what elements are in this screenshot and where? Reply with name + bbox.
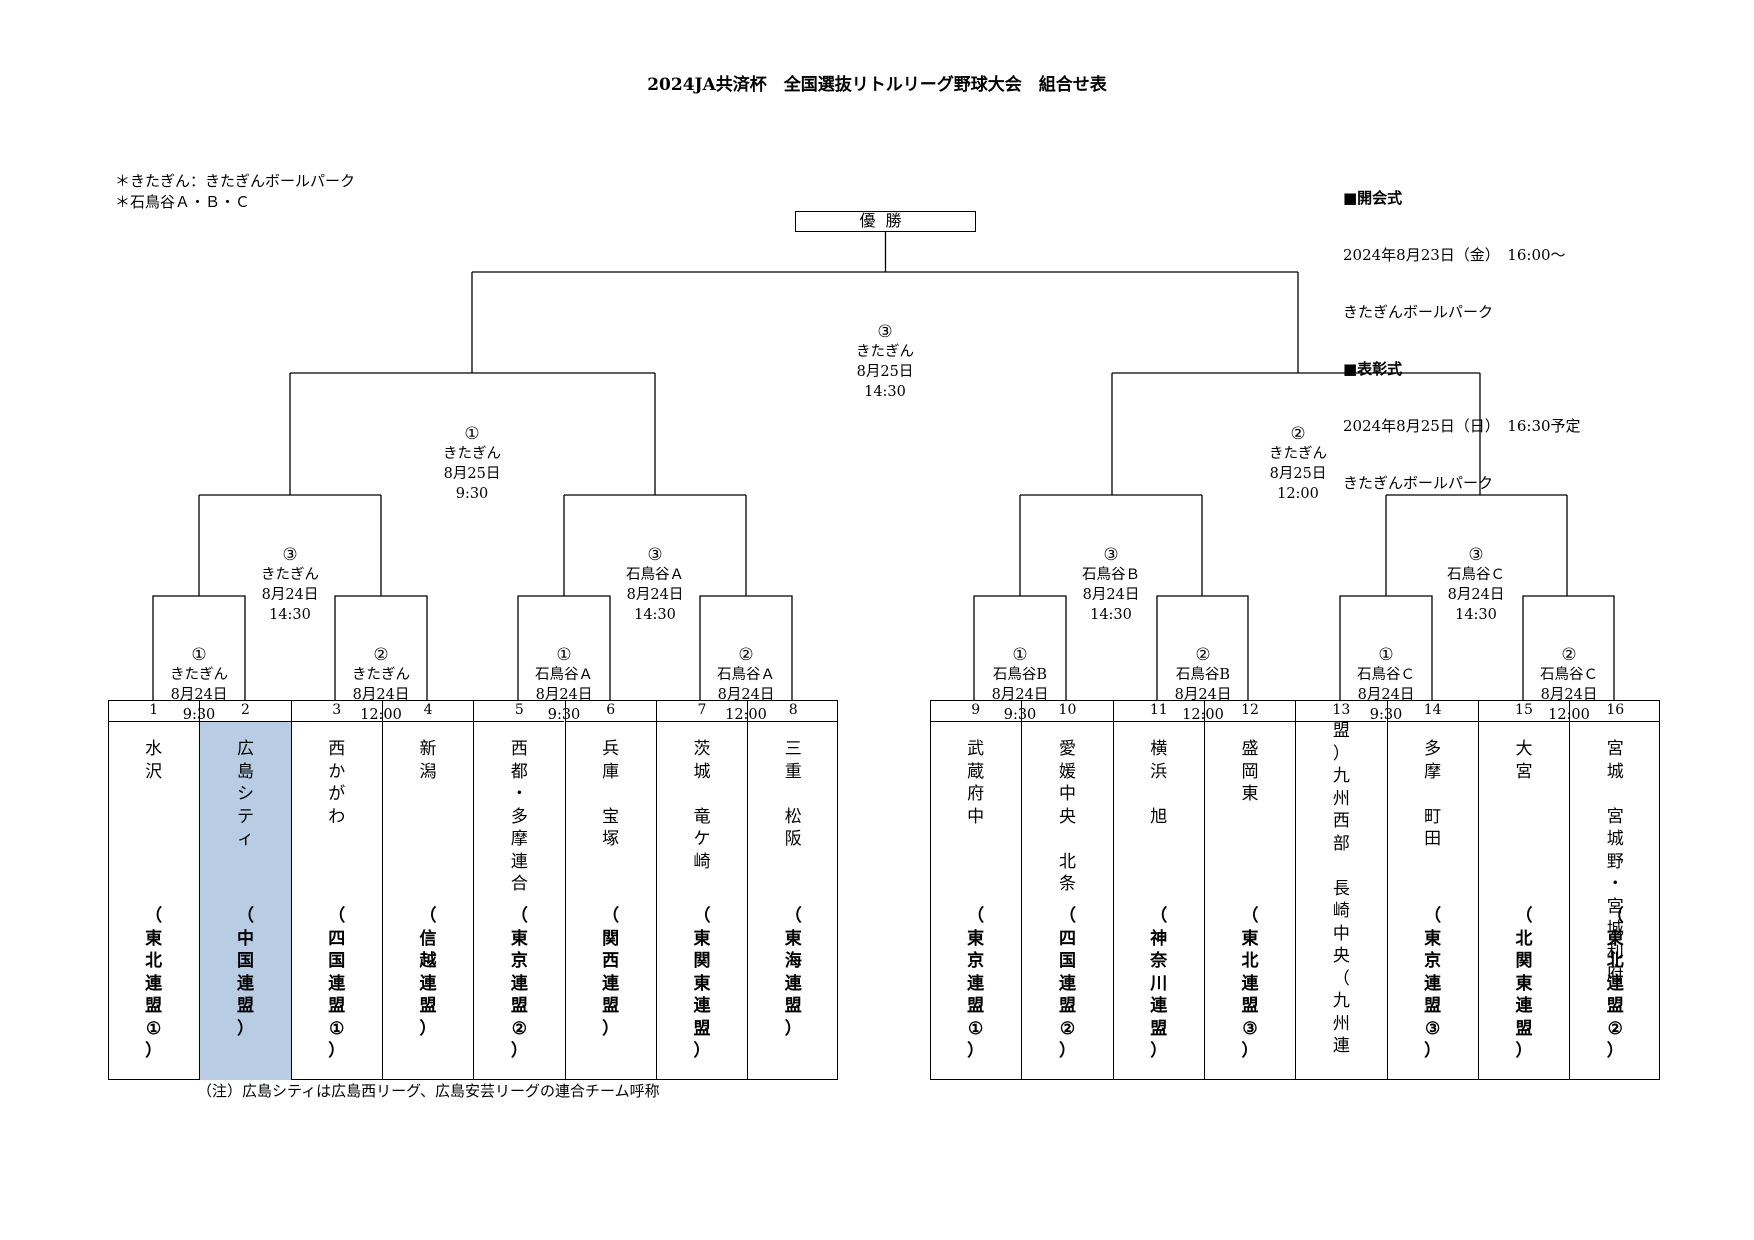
venue-note-1: ＊きたぎん：きたぎんボールパーク: [115, 172, 356, 190]
award-ceremony-place: きたぎんボールパーク: [1343, 474, 1494, 492]
team-column: 8 三重 松阪 （東海連盟）: [747, 700, 839, 1080]
opening-ceremony-date: 2024年8月23日（金） 16:00～: [1343, 246, 1566, 264]
team-league: （信越連盟）: [419, 906, 437, 1039]
team-name: 大宮: [1515, 739, 1533, 782]
team-number: 15: [1478, 700, 1570, 722]
team-number: 9: [930, 700, 1022, 722]
award-ceremony-date: 2024年8月25日（日） 16:30予定: [1343, 417, 1581, 435]
team-number: 8: [748, 700, 839, 722]
team-league: （神奈川連盟）: [1150, 906, 1168, 1061]
team-name: 西かがわ: [328, 739, 346, 827]
team-number: 12: [1204, 700, 1296, 722]
team-number: 6: [565, 700, 656, 722]
team-name: 多摩 町田: [1424, 739, 1442, 849]
team-name: 横浜 旭: [1150, 739, 1168, 827]
award-ceremony-heading: ■表彰式: [1343, 360, 1403, 378]
team-name: 水沢: [145, 739, 163, 782]
team-number: 16: [1570, 700, 1661, 722]
team-league: （中国連盟）: [236, 906, 254, 1039]
team-number: 11: [1113, 700, 1204, 722]
team-column: 7 茨城 竜ケ崎 （東関東連盟）: [655, 700, 748, 1080]
team-league: （関西連盟）: [602, 906, 620, 1039]
team-column: 2 広島シティ （中国連盟）: [199, 700, 291, 1080]
team-league: （東海連盟）: [784, 906, 802, 1039]
opening-ceremony-place: きたぎんボールパーク: [1343, 303, 1494, 321]
team-number: 2: [200, 700, 291, 722]
team-name: 盛岡東: [1241, 739, 1259, 804]
team-number: 5: [474, 700, 565, 722]
team-number: 1: [108, 700, 200, 722]
team-number: 14: [1387, 700, 1478, 722]
team-number: 4: [382, 700, 474, 722]
team-column: 6 兵庫 宝塚 （関西連盟）: [564, 700, 656, 1080]
team-number: 7: [656, 700, 748, 722]
team-name: 茨城 竜ケ崎: [693, 739, 711, 872]
team-column: 4 新潟 （信越連盟）: [381, 700, 474, 1080]
team-name: 三重 松阪: [784, 739, 802, 849]
team-number: 3: [291, 700, 382, 722]
team-name: 西都・多摩連合: [510, 739, 528, 894]
team-name: 愛媛中央 北条: [1058, 739, 1076, 894]
team-name: 盟）九州西部 長崎中央（九州連: [1332, 721, 1350, 1056]
opening-ceremony-heading: ■開会式: [1343, 189, 1403, 207]
team-column: 11 横浜 旭 （神奈川連盟）: [1112, 700, 1204, 1080]
team-name: 兵庫 宝塚: [602, 739, 620, 849]
team-name: 武蔵府中: [967, 739, 985, 827]
team-highlight: [200, 722, 291, 1080]
team-name: 新潟: [419, 739, 437, 782]
team-name: 広島シティ: [236, 739, 254, 849]
team-league: （北関東連盟）: [1515, 906, 1533, 1061]
champion-box: 優勝: [795, 211, 976, 232]
venue-note-2: ＊石鳥谷Ａ・Ｂ・Ｃ: [115, 193, 251, 211]
team-number: 10: [1022, 700, 1113, 722]
team-number: 13: [1296, 700, 1387, 722]
ceremony-info: ■開会式 2024年8月23日（金） 16:00～ きたぎんボールパーク ■表彰…: [1343, 151, 1581, 512]
footnote: （注）広島シティは広島西リーグ、広島安芸リーグの連合チーム呼称: [197, 1082, 660, 1100]
team-column: 15 大宮 （北関東連盟）: [1477, 700, 1570, 1080]
team-name: 宮城 宮城野・宮城利府: [1606, 739, 1624, 984]
team-league: （東関東連盟）: [693, 906, 711, 1061]
page-title: 2024JA共済杯 全国選抜リトルリーグ野球大会 組合せ表: [647, 75, 1107, 95]
